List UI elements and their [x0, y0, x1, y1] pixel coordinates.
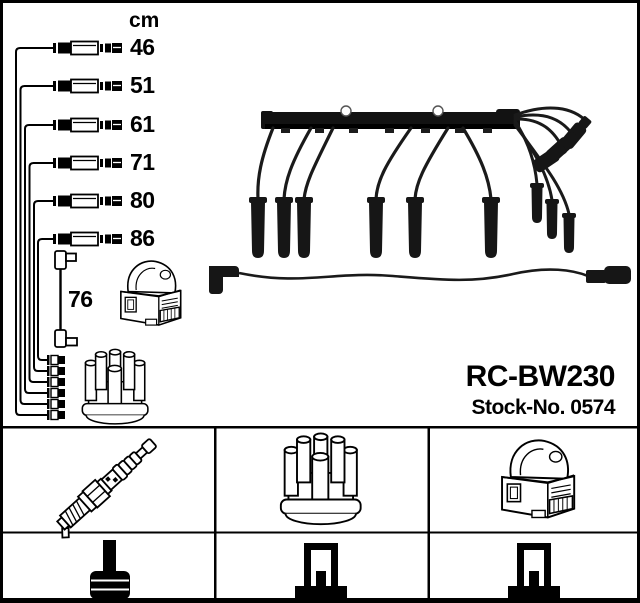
- coil-wire-schematic: [54, 250, 78, 348]
- cable-length-label: 80: [130, 187, 155, 213]
- distributor-cap-connector-icon: [295, 543, 347, 598]
- ignition-coil-icon: [501, 439, 576, 519]
- ruler-unit-label: cm: [129, 9, 160, 32]
- cable-length-label: 46: [130, 34, 155, 60]
- ignition-coil-connector-icon: [508, 543, 560, 598]
- legend-grid: [3, 426, 637, 598]
- distributor-cap-icon: [279, 432, 362, 526]
- cable-length-label: 61: [130, 111, 155, 137]
- distributor-cap-small-icon: [81, 348, 149, 425]
- spark-plug-icon: [55, 438, 157, 539]
- product-model: RC-BW230: [465, 360, 616, 393]
- rail-clip-hole: [432, 105, 444, 117]
- rail-clip-hole: [340, 105, 352, 117]
- photo-coil-wire: [209, 266, 631, 294]
- cable-length-label: 71: [130, 149, 155, 175]
- coil-wire-length-label: 76: [68, 286, 93, 312]
- cable-length-label: 86: [130, 225, 155, 251]
- cable-length-label: 51: [130, 72, 155, 98]
- cable-length-schematic: [15, 47, 55, 416]
- plug-boot-connector-icon: [90, 540, 130, 598]
- ignition-coil-small-icon: [120, 260, 182, 326]
- sheet-artwork: [3, 40, 637, 598]
- product-stock-no: Stock-No. 0574: [471, 396, 615, 419]
- product-photo: [209, 105, 631, 294]
